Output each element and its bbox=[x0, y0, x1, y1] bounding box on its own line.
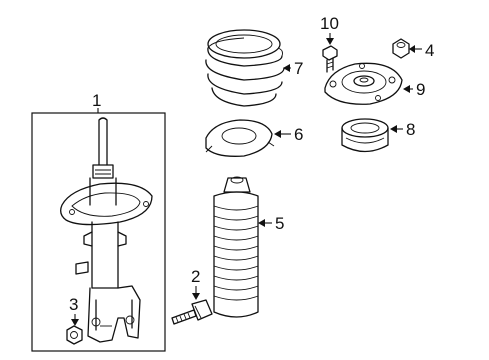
callout-7: 7 bbox=[283, 59, 303, 78]
callout-4: 4 bbox=[409, 41, 434, 60]
callout-label-3: 3 bbox=[69, 295, 78, 314]
callout-1: 1 bbox=[92, 91, 101, 113]
callout-label-9: 9 bbox=[416, 80, 425, 99]
callout-10: 10 bbox=[320, 14, 339, 45]
strut-assembly bbox=[31, 112, 166, 352]
callout-label-7: 7 bbox=[294, 59, 303, 78]
nut-lower bbox=[66, 325, 83, 345]
callout-label-1: 1 bbox=[92, 91, 101, 110]
dust-boot bbox=[213, 176, 259, 318]
callout-label-8: 8 bbox=[406, 120, 415, 139]
callout-2: 2 bbox=[191, 267, 200, 300]
callout-6: 6 bbox=[274, 125, 303, 144]
callout-label-4: 4 bbox=[425, 41, 434, 60]
coil-spring bbox=[205, 29, 285, 107]
callout-8: 8 bbox=[390, 120, 415, 139]
callout-5: 5 bbox=[258, 214, 284, 233]
small-bolt bbox=[322, 45, 338, 73]
callout-9: 9 bbox=[403, 80, 425, 99]
callout-label-2: 2 bbox=[191, 267, 200, 286]
bolt bbox=[171, 299, 213, 325]
bearing bbox=[341, 118, 389, 153]
spring-seat-lower bbox=[205, 119, 275, 157]
callout-label-6: 6 bbox=[294, 125, 303, 144]
callout-3: 3 bbox=[69, 295, 79, 326]
callout-label-5: 5 bbox=[275, 214, 284, 233]
callout-label-10: 10 bbox=[320, 14, 339, 33]
upper-mount bbox=[324, 62, 403, 105]
nut-upper bbox=[392, 38, 410, 59]
